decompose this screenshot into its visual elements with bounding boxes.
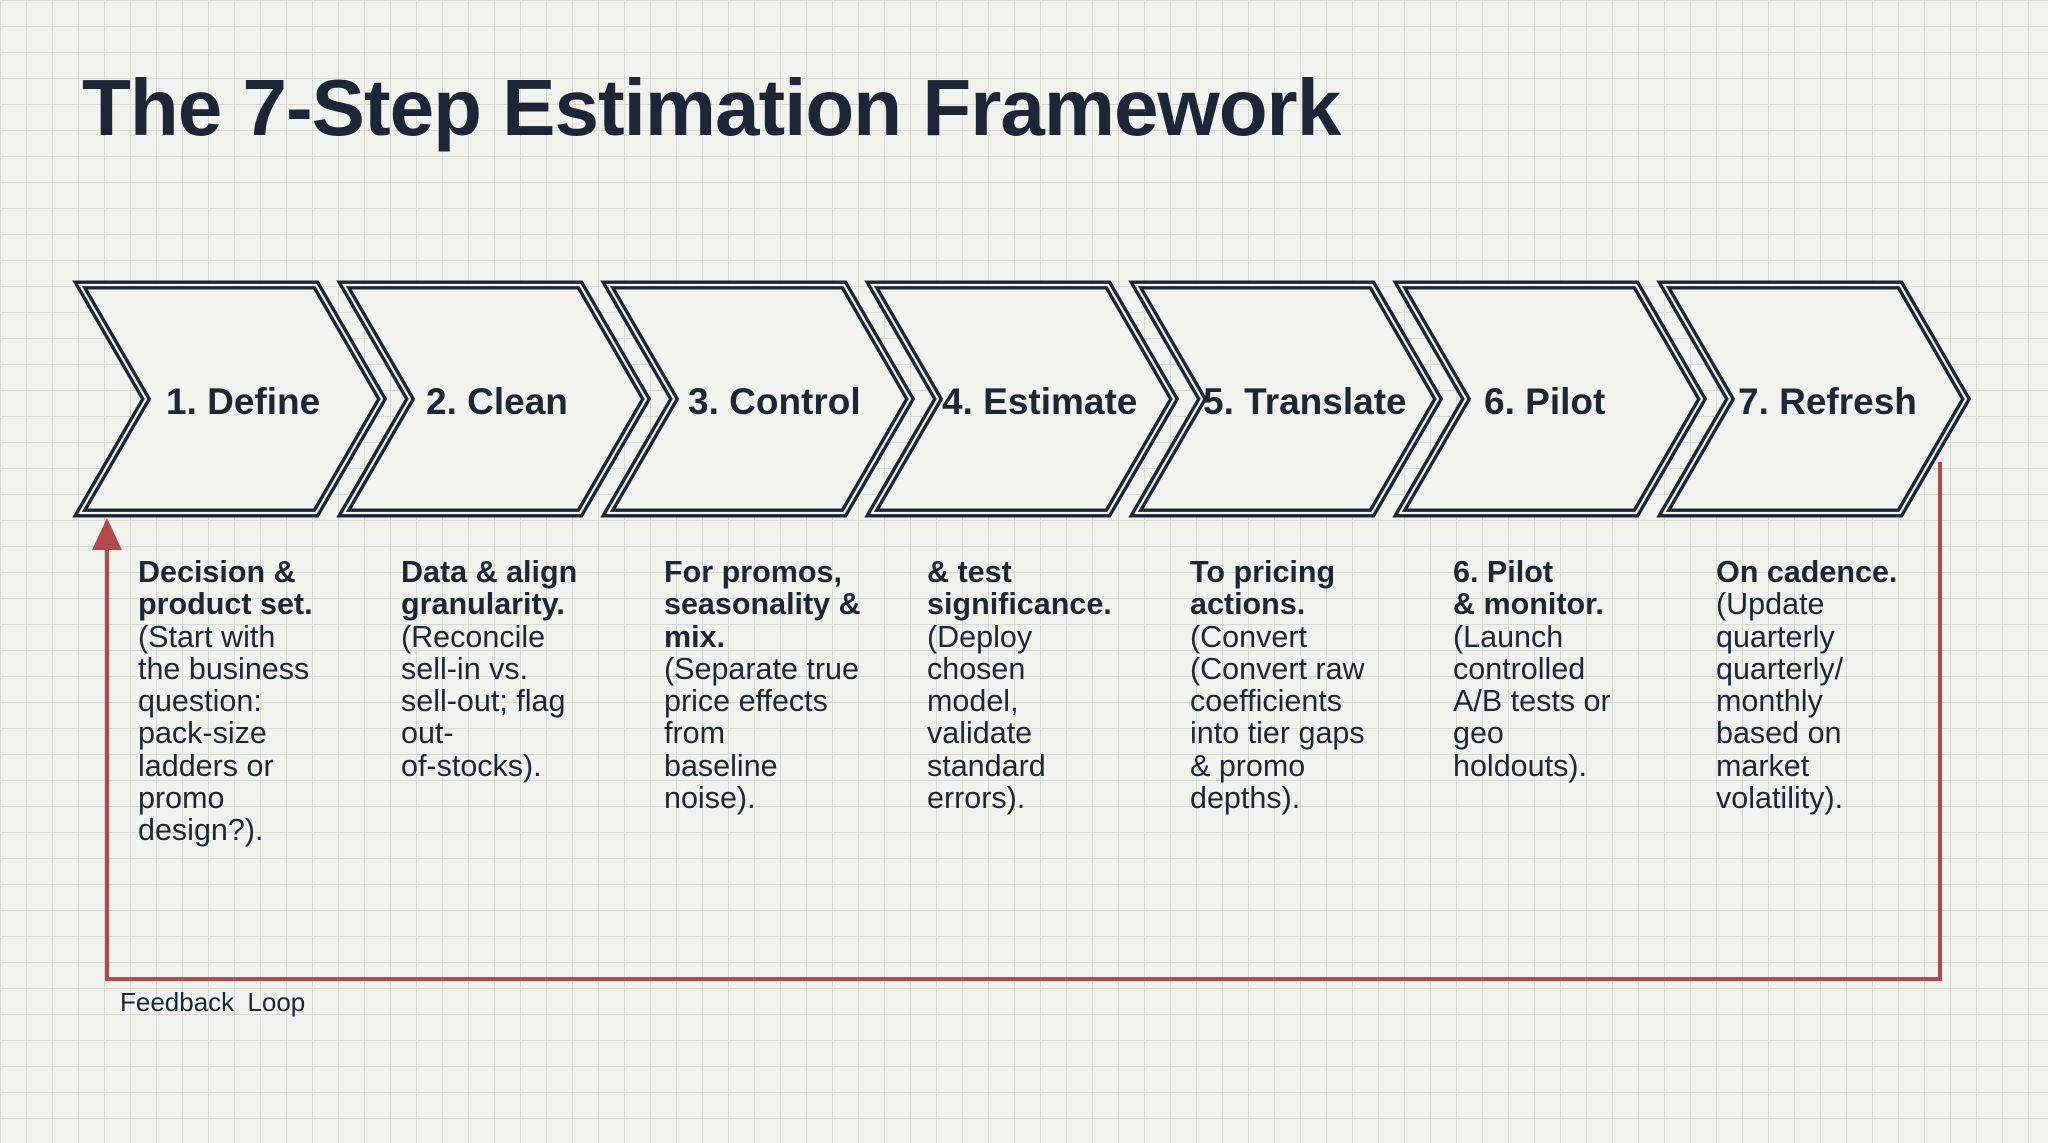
- step-chevron-inner-line: [870, 283, 1176, 515]
- step-description-line: baseline: [664, 748, 778, 783]
- step-label: 3. Control: [688, 381, 861, 422]
- step-description-lead-line: On cadence.: [1716, 555, 1898, 589]
- step-description-line: (Convert raw: [1190, 651, 1365, 686]
- feedback-loop-arrowhead-icon: [92, 518, 122, 550]
- step-description-line: (Launch: [1453, 619, 1564, 654]
- step-description: For promos,seasonality &mix.(Separate tr…: [664, 555, 861, 816]
- step-description-lead-line: mix.: [664, 619, 726, 654]
- step-chevron-inner-line: [78, 283, 384, 515]
- feedback-loop: [92, 462, 1942, 981]
- step-description-line: depths).: [1190, 781, 1301, 816]
- step-chevron-inner-line: [1134, 283, 1440, 515]
- step-description-lead-line: Decision &: [138, 555, 296, 589]
- step-description-line: quarterly/: [1716, 651, 1844, 686]
- step-label: 1. Define: [166, 381, 321, 422]
- step-label: 2. Clean: [426, 381, 568, 422]
- feedback-loop-label: Feedback Loop: [120, 987, 306, 1017]
- feedback-loop-line: [105, 462, 1942, 981]
- step-description-line: (Start with: [138, 619, 276, 654]
- step-chevron-inner-line: [1398, 283, 1704, 515]
- step-description-line: geo: [1453, 716, 1504, 751]
- step-chevron-inner-line: [606, 283, 912, 515]
- step-chevron-inner-line: [1662, 283, 1968, 515]
- step-description-line: (Separate true: [664, 651, 859, 686]
- step-description-line: (Update: [1716, 587, 1825, 622]
- chevron-row: [72, 280, 1972, 518]
- step-description-line: design?).: [138, 813, 264, 848]
- step-description-line: (Convert: [1190, 619, 1307, 654]
- step-description-line: chosen: [927, 651, 1026, 686]
- step-description-line: coefficients: [1190, 684, 1343, 719]
- step-description-line: pack-size: [138, 716, 267, 751]
- step-description-line: volatility).: [1716, 781, 1844, 816]
- step-description-line: out-: [401, 716, 454, 751]
- page-title: The 7-Step Estimation Framework: [82, 63, 1341, 152]
- step-description-line: market: [1716, 748, 1810, 783]
- step-description-line: based on: [1716, 716, 1842, 751]
- step-description-line: ladders or: [138, 748, 274, 783]
- step-description-line: noise).: [664, 781, 756, 816]
- step-description-line: model,: [927, 684, 1019, 719]
- step-label: 6. Pilot: [1484, 381, 1606, 422]
- step-description-lead-line: & monitor.: [1453, 587, 1604, 622]
- step-description-line: price effects: [664, 684, 828, 719]
- step-label: 7. Refresh: [1738, 381, 1917, 422]
- step-description-line: promo: [138, 781, 225, 816]
- step-label: 5. Translate: [1203, 381, 1407, 422]
- step-description-line: validate: [927, 716, 1033, 751]
- step-description-lead-line: significance.: [927, 587, 1112, 622]
- step-label: 4. Estimate: [942, 381, 1138, 422]
- step-description-lead-line: For promos,: [664, 555, 842, 589]
- step-description-line: errors).: [927, 781, 1026, 816]
- step-chevron-inner-line: [342, 283, 648, 515]
- step-description-line: the business: [138, 651, 310, 686]
- step-description-line: into tier gaps: [1190, 716, 1365, 751]
- step-description-lead-line: product set.: [138, 587, 313, 622]
- step-description-lead-line: Data & align: [401, 555, 578, 589]
- step-description-lead-line: & test: [927, 555, 1012, 589]
- step-description-line: sell-out; flag: [401, 684, 566, 719]
- step-description-line: standard: [927, 748, 1046, 783]
- step-description-line: A/B tests or: [1453, 684, 1611, 719]
- step-description-lead-line: To pricing: [1190, 555, 1336, 589]
- step-description-line: monthly: [1716, 684, 1823, 719]
- step-description-line: (Reconcile: [401, 619, 546, 654]
- step-description-line: sell-in vs.: [401, 651, 529, 686]
- step-description-lead-line: seasonality &: [664, 587, 861, 622]
- step-description-line: from: [664, 716, 725, 751]
- step-description-line: controlled: [1453, 651, 1586, 686]
- step-description-lead-line: 6. Pilot: [1453, 555, 1553, 589]
- step-description-line: quarterly: [1716, 619, 1835, 654]
- step-description-line: holdouts).: [1453, 748, 1587, 783]
- step-description-line: & promo: [1190, 748, 1306, 783]
- step-description-lead-line: granularity.: [401, 587, 565, 622]
- step-description-line: (Deploy: [927, 619, 1033, 654]
- step-description-line: question:: [138, 684, 262, 719]
- step-description-line: of-stocks).: [401, 748, 542, 783]
- step-description-lead-line: actions.: [1190, 587, 1306, 622]
